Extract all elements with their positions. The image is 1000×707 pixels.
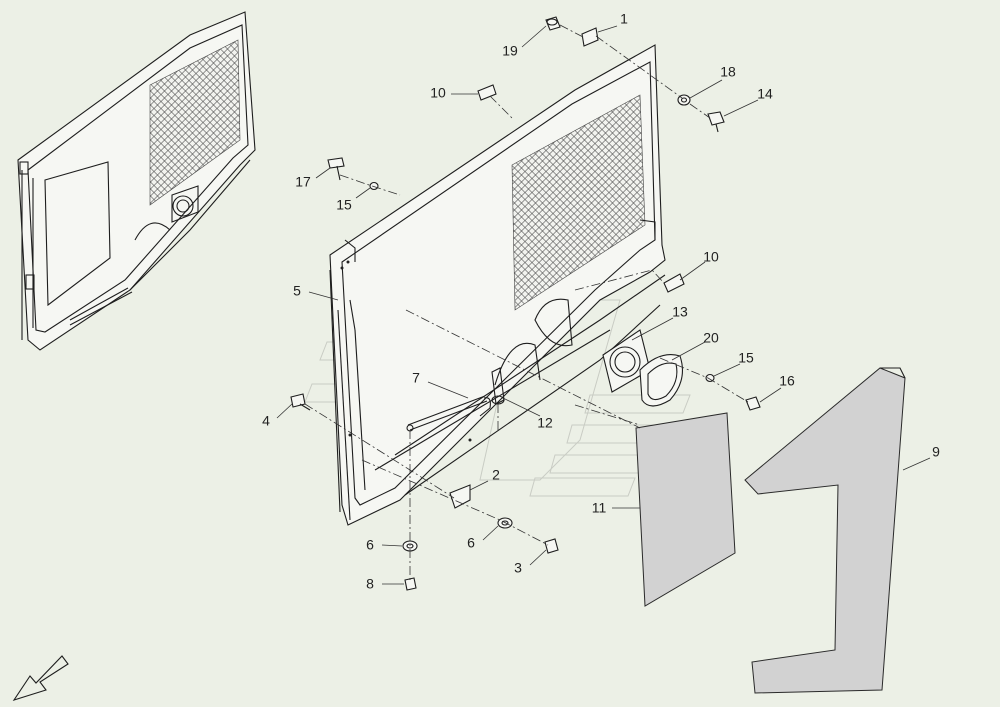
callout-c11: 11 xyxy=(592,500,607,516)
assembly-lines xyxy=(304,24,749,580)
callout-c17: 17 xyxy=(295,174,311,190)
part-9-foam-block xyxy=(744,367,906,694)
part-11-insulation-pad xyxy=(635,412,736,607)
callout-c9: 9 xyxy=(932,444,940,460)
callout-c12: 12 xyxy=(537,415,553,431)
part-20-gasket xyxy=(639,354,683,407)
main-side-panel xyxy=(329,44,666,526)
callout-labels: 1 19 18 14 10 17 15 10 5 13 20 15 7 16 4 12 9 2 11 6 6 3 8 xyxy=(262,11,940,592)
callout-c18: 18 xyxy=(720,64,736,80)
callout-c8: 8 xyxy=(366,576,374,592)
callout-c1: 1 xyxy=(620,11,628,27)
callout-c20: 20 xyxy=(703,330,719,346)
callout-c6a: 6 xyxy=(366,537,374,553)
callout-c7: 7 xyxy=(412,370,420,386)
callout-c16: 16 xyxy=(779,373,795,389)
callout-c4: 4 xyxy=(262,413,270,429)
orientation-arrow-icon xyxy=(12,655,69,701)
callout-c10b: 10 xyxy=(703,249,719,265)
callout-c2: 2 xyxy=(492,467,500,483)
callout-c10a: 10 xyxy=(430,85,446,101)
leader-lines xyxy=(276,25,931,585)
callout-c19: 19 xyxy=(502,43,518,59)
callout-c5: 5 xyxy=(293,283,301,299)
callout-c13: 13 xyxy=(672,304,688,320)
callout-c6b: 6 xyxy=(467,535,475,551)
callout-c15a: 15 xyxy=(336,197,352,213)
callout-c15b: 15 xyxy=(738,350,754,366)
callout-c14: 14 xyxy=(757,86,773,102)
assembled-panel-view xyxy=(17,11,256,351)
callout-c3: 3 xyxy=(514,560,522,576)
